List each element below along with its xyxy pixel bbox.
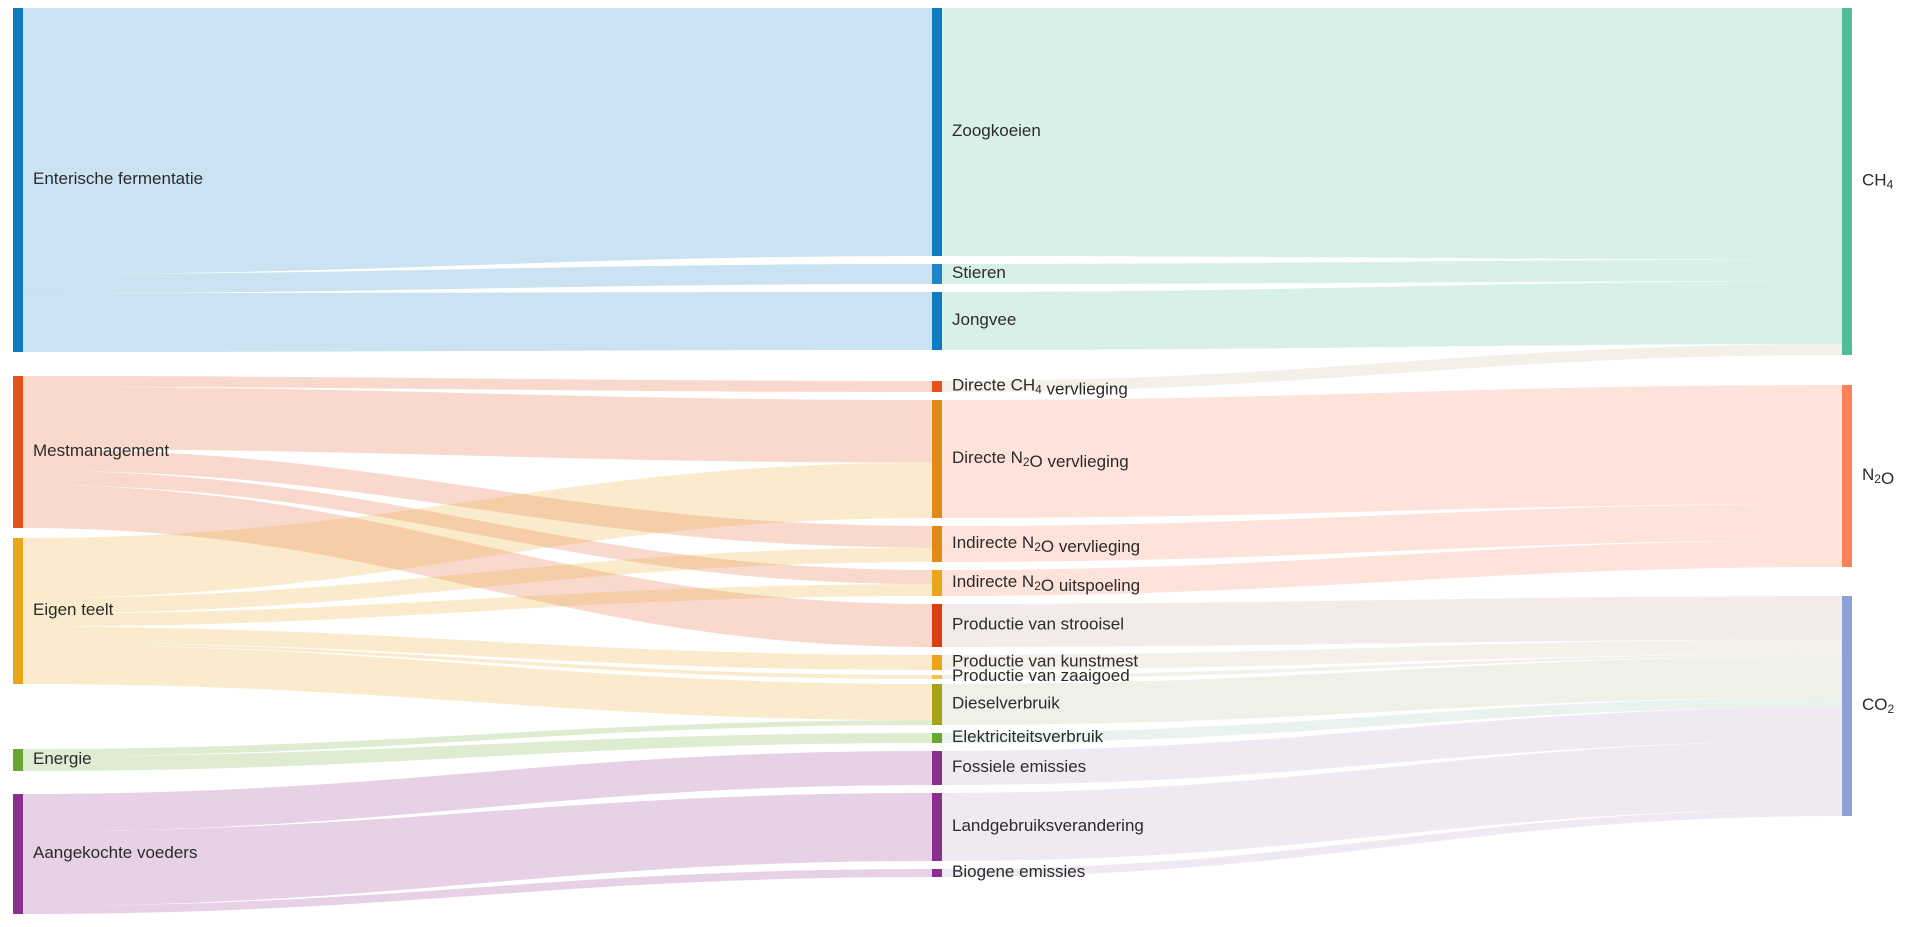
sankey-node-label-elektriciteitsverbruik: Elektriciteitsverbruik — [952, 727, 1104, 746]
sankey-node-mestmanagement[interactable] — [13, 376, 23, 528]
sankey-labels-layer: Enterische fermentatieMestmanagementEige… — [33, 121, 1895, 881]
sankey-link[interactable] — [942, 654, 1842, 679]
sankey-node-label-eigen_teelt: Eigen teelt — [33, 600, 114, 619]
sankey-node-label-energie: Energie — [33, 749, 92, 768]
sankey-node-zoogkoeien[interactable] — [932, 8, 942, 256]
sankey-link[interactable] — [23, 584, 932, 627]
sankey-node-label-directe_ch4_vervlieging: Directe CH4 vervlieging — [952, 376, 1128, 399]
sankey-node-label-productie_van_kunstmest: Productie van kunstmest — [952, 652, 1138, 671]
sankey-node-stieren[interactable] — [932, 264, 942, 284]
sankey-node-productie_van_zaaigoed[interactable] — [932, 675, 942, 679]
sankey-links-layer — [23, 8, 1842, 914]
sankey-link[interactable] — [23, 626, 932, 670]
sankey-link[interactable] — [23, 386, 932, 463]
sankey-link[interactable] — [23, 264, 932, 294]
sankey-node-label-fossiele_emissies: Fossiele emissies — [952, 757, 1086, 776]
sankey-link[interactable] — [23, 869, 932, 914]
sankey-link[interactable] — [942, 281, 1842, 350]
sankey-link[interactable] — [23, 642, 932, 679]
sankey-node-aangekochte_voeders[interactable] — [13, 794, 23, 914]
sankey-node-jongvee[interactable] — [932, 292, 942, 350]
sankey-nodes-layer — [13, 8, 1852, 914]
sankey-node-label-enterische_fermentatie: Enterische fermentatie — [33, 169, 203, 188]
sankey-link[interactable] — [23, 8, 932, 274]
sankey-node-label-stieren: Stieren — [952, 263, 1006, 282]
sankey-link[interactable] — [942, 503, 1842, 562]
sankey-link[interactable] — [942, 656, 1842, 725]
sankey-link[interactable] — [942, 639, 1842, 670]
sankey-link[interactable] — [23, 733, 932, 771]
sankey-link[interactable] — [23, 470, 932, 585]
sankey-node-label-aangekochte_voeders: Aangekochte voeders — [33, 843, 197, 862]
sankey-link[interactable] — [942, 596, 1842, 647]
sankey-link[interactable] — [23, 484, 932, 647]
sankey-node-indirecte_n2o_vervlieging[interactable] — [932, 526, 942, 562]
sankey-link[interactable] — [23, 462, 932, 598]
sankey-link[interactable] — [942, 707, 1842, 785]
sankey-node-productie_van_kunstmest[interactable] — [932, 655, 942, 670]
sankey-link[interactable] — [23, 793, 932, 906]
sankey-link[interactable] — [942, 385, 1842, 518]
sankey-node-label-indirecte_n2o_vervlieging: Indirecte N2O vervlieging — [952, 533, 1140, 556]
sankey-link[interactable] — [942, 8, 1842, 260]
sankey-link[interactable] — [23, 720, 932, 757]
sankey-node-fossiele_emissies[interactable] — [932, 751, 942, 785]
sankey-link[interactable] — [942, 344, 1842, 392]
sankey-link[interactable] — [942, 697, 1842, 743]
sankey-node-productie_van_strooisel[interactable] — [932, 604, 942, 647]
sankey-link[interactable] — [942, 808, 1842, 877]
sankey-node-enterische_fermentatie[interactable] — [13, 8, 23, 352]
sankey-node-label-zoogkoeien: Zoogkoeien — [952, 121, 1041, 140]
sankey-node-label-n2o: N2O — [1862, 465, 1894, 488]
sankey-node-n2o[interactable] — [1842, 385, 1852, 567]
sankey-node-indirecte_n2o_uitspoeling[interactable] — [932, 570, 942, 596]
sankey-node-label-biogene_emissies: Biogene emissies — [952, 862, 1085, 881]
sankey-node-label-mestmanagement: Mestmanagement — [33, 441, 169, 460]
sankey-link[interactable] — [23, 547, 932, 614]
sankey-link[interactable] — [23, 751, 932, 832]
sankey-node-label-landgebruiksverandering: Landgebruiksverandering — [952, 816, 1144, 835]
sankey-node-co2[interactable] — [1842, 596, 1852, 816]
sankey-link[interactable] — [23, 449, 932, 548]
sankey-node-landgebruiksverandering[interactable] — [932, 793, 942, 861]
sankey-node-label-directe_n2o_vervlieging: Directe N2O vervlieging — [952, 448, 1129, 471]
sankey-node-eigen_teelt[interactable] — [13, 538, 23, 684]
sankey-node-label-productie_van_zaaigoed: Productie van zaaigoed — [952, 666, 1130, 685]
sankey-node-energie[interactable] — [13, 749, 23, 771]
sankey-node-ch4[interactable] — [1842, 8, 1852, 355]
sankey-node-elektriciteitsverbruik[interactable] — [932, 733, 942, 743]
sankey-node-biogene_emissies[interactable] — [932, 869, 942, 877]
sankey-node-dieselverbruik[interactable] — [932, 684, 942, 725]
sankey-link[interactable] — [23, 376, 932, 392]
sankey-link[interactable] — [942, 540, 1842, 596]
sankey-node-directe_n2o_vervlieging[interactable] — [932, 400, 942, 518]
sankey-link[interactable] — [942, 741, 1842, 861]
sankey-link[interactable] — [942, 259, 1842, 284]
sankey-node-label-co2: CO2 — [1862, 695, 1895, 716]
sankey-node-label-productie_van_strooisel: Productie van strooisel — [952, 615, 1124, 634]
sankey-node-label-jongvee: Jongvee — [952, 310, 1016, 329]
sankey-node-label-indirecte_n2o_uitspoeling: Indirecte N2O uitspoeling — [952, 572, 1140, 595]
sankey-link[interactable] — [23, 292, 932, 352]
sankey-node-label-ch4: CH4 — [1862, 171, 1894, 192]
sankey-node-directe_ch4_vervlieging[interactable] — [932, 381, 942, 392]
sankey-node-label-dieselverbruik: Dieselverbruik — [952, 694, 1060, 713]
sankey-link[interactable] — [23, 644, 932, 721]
